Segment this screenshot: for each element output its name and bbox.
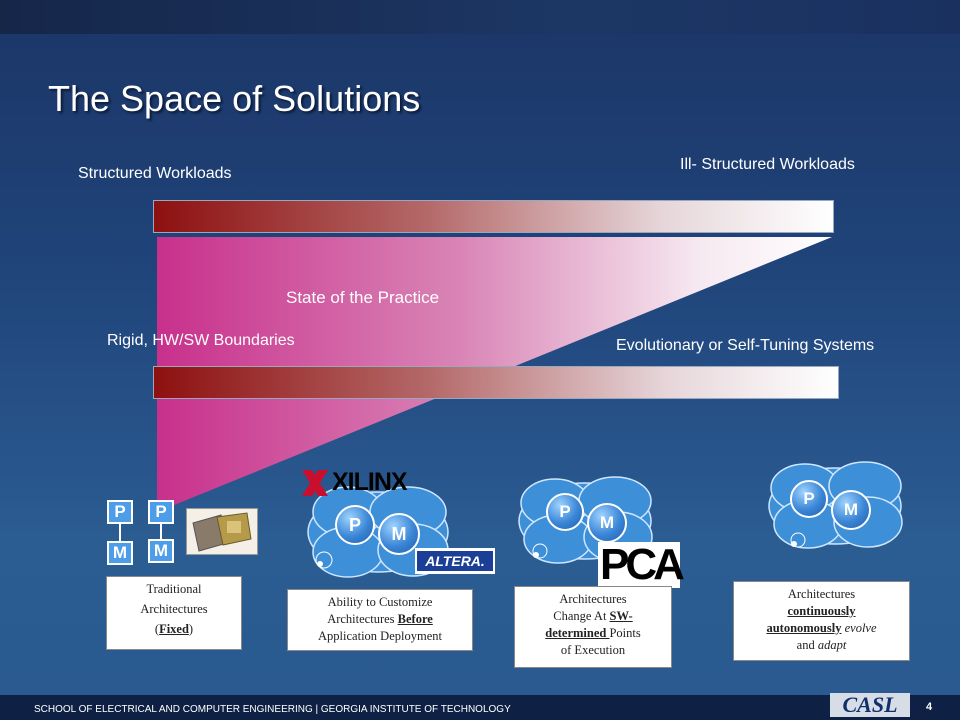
caption-change: Architectures Change At SW- determined P… (514, 586, 672, 668)
caption-line: Traditional (146, 582, 202, 596)
xilinx-text: XILINX (332, 468, 408, 496)
label-evolutionary-systems: Evolutionary or Self-Tuning Systems (616, 337, 875, 354)
xilinx-logo: XILINX (300, 468, 408, 500)
pm-connectors (119, 524, 162, 541)
processor-box: P (148, 500, 174, 524)
caption-line: (Fixed) (113, 619, 235, 639)
processor-box: P (107, 500, 133, 524)
gradient-bar-top (153, 200, 834, 233)
caption-line: determined Points (521, 625, 665, 642)
pca-logo: PCA (598, 540, 685, 589)
memory-ball: M (587, 503, 627, 543)
footer-text: SCHOOL OF ELECTRICAL AND COMPUTER ENGINE… (34, 704, 511, 715)
caption-text: Change At (553, 609, 610, 623)
caption-text: ( (154, 622, 160, 636)
label-ill-structured-workloads: Ill- Structured Workloads (680, 156, 855, 173)
caption-line: Application Deployment (318, 629, 442, 643)
caption-line: Ability to Customize (327, 595, 433, 609)
altera-text: ALTERA. (417, 551, 493, 571)
memory-box: M (107, 541, 133, 565)
chip-icon (192, 512, 252, 552)
label-structured-workloads: Structured Workloads (78, 165, 232, 182)
caption-text: Architectures (327, 612, 398, 626)
caption-text: and (796, 638, 818, 652)
top-band (0, 0, 960, 34)
caption-customize: Ability to Customize Architectures Befor… (287, 589, 473, 651)
caption-text: ) (188, 622, 194, 636)
caption-emphasis: continuously (787, 604, 856, 618)
slide-title: The Space of Solutions (48, 78, 421, 119)
caption-line: and adapt (740, 637, 903, 654)
chip-image (186, 508, 258, 555)
caption-emphasis: autonomously (766, 621, 842, 635)
processor-ball: P (546, 493, 584, 531)
caption-text: Points (609, 626, 641, 640)
altera-logo: ALTERA. (415, 548, 495, 574)
caption-emphasis: SW- (609, 609, 633, 623)
caption-line: Architectures Before (294, 611, 466, 628)
caption-line: continuously (740, 603, 903, 620)
casl-logo: CASL (830, 693, 910, 717)
caption-line: of Execution (560, 643, 626, 657)
page-number: 4 (926, 701, 933, 713)
caption-emphasis: Before (397, 612, 433, 626)
xilinx-mark-icon (302, 470, 328, 496)
caption-line: Architectures (140, 602, 208, 616)
caption-line: autonomously evolve (740, 620, 903, 637)
label-rigid-boundaries: Rigid, HW/SW Boundaries (107, 332, 295, 349)
caption-emphasis: Fixed (159, 622, 189, 636)
memory-box: M (148, 539, 174, 563)
caption-italic: evolve (841, 621, 877, 635)
caption-line: Architectures (559, 592, 627, 606)
gradient-bar-bottom (153, 366, 839, 399)
label-state-of-the-practice: State of the Practice (286, 288, 440, 307)
memory-ball: M (378, 513, 420, 555)
caption-continuous: Architectures continuously autonomously … (733, 581, 910, 661)
caption-line: Change At SW- (521, 608, 665, 625)
caption-line: Architectures (787, 587, 856, 601)
footer-band (0, 695, 960, 720)
pca-text: PCA (600, 540, 685, 589)
caption-italic: adapt (817, 638, 847, 652)
processor-ball: P (790, 480, 828, 518)
caption-emphasis: determined (545, 626, 610, 640)
processor-ball: P (335, 505, 375, 545)
memory-ball: M (831, 490, 871, 530)
caption-traditional: Traditional Architectures (Fixed) (106, 576, 242, 650)
